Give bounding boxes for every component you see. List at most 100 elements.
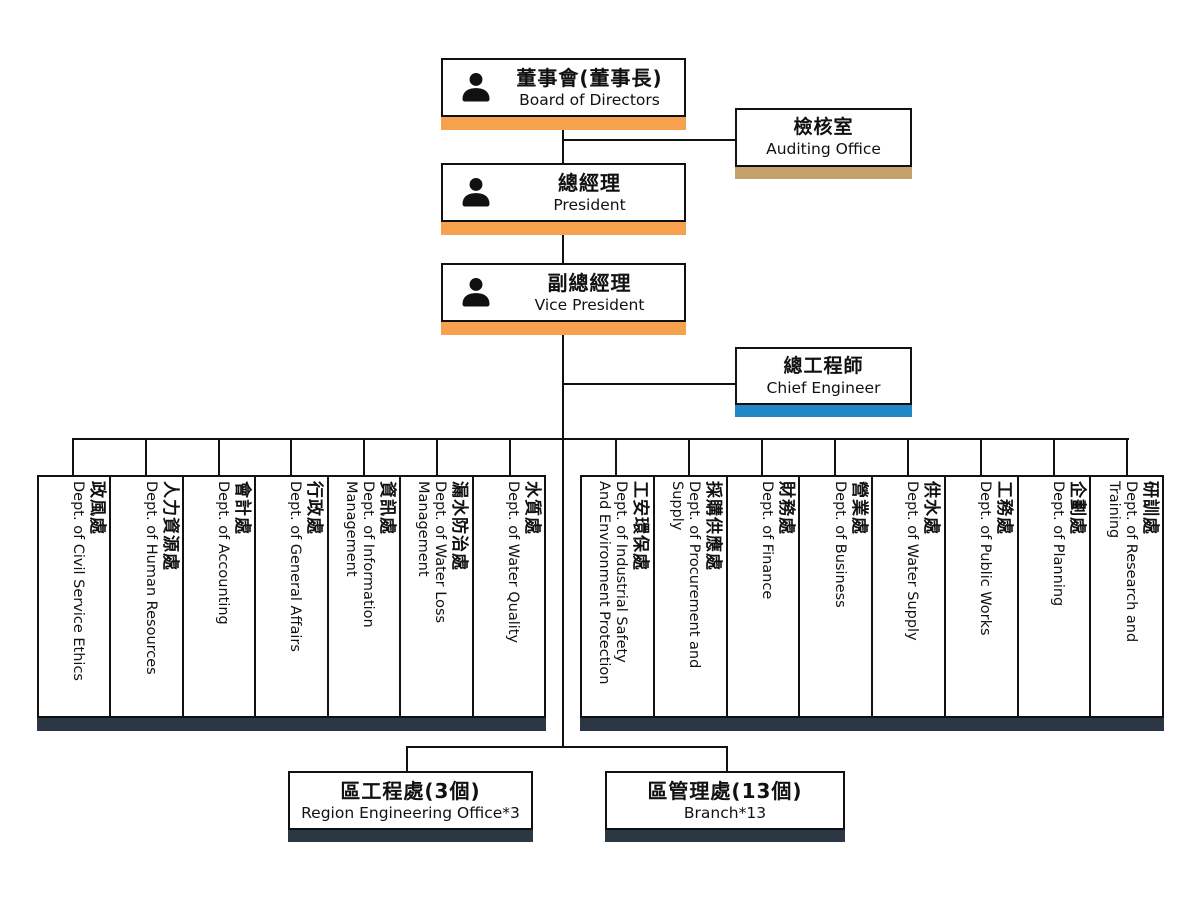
dept-label-en: Dept. of General Affairs [287,480,304,652]
dept-label-en: Dept. of Water Loss Management [414,480,449,623]
dept-label-zh: 人力資源處 [159,480,180,571]
dept-label-zh: 工安環保處 [630,480,651,571]
dept-label-zh: 政風處 [87,480,108,535]
dept-label-zh: 供水處 [921,480,942,535]
board-accent-bar [441,117,686,130]
dept-business: 營業處 Dept. of Business [798,475,873,718]
dept-accounting: 會計處 Dept. of Accounting [181,475,257,718]
dept-label-zh: 漏水防治處 [449,480,470,571]
dept-label-zh: 資訊處 [376,480,397,535]
president-node: 總經理 President [441,163,686,222]
dept-research-training: 研訓處 Dept. of Research and Training [1089,475,1164,718]
region-engineering-office-node: 區工程處(3個) Region Engineering Office*3 [288,771,533,830]
dept-stub [436,438,438,475]
dept-industrial-safety: 工安環保處 Dept. of Industrial Safety And Env… [580,475,655,718]
auditing-accent-bar [735,167,912,179]
dept-public-works: 工務處 Dept. of Public Works [943,475,1019,718]
dept-label-zh: 工務處 [994,480,1015,535]
branch-accent-bar [605,830,845,842]
dept-stub [1053,438,1055,475]
dept-stub [980,438,982,475]
chief-engineer-title-zh: 總工程師 [783,354,864,377]
dept-label-zh: 企劃處 [1066,480,1087,535]
dept-label-en: Dept. of Human Resources [142,480,159,675]
dept-procurement-supply: 採購供應處 Dept. of Procurement and Supply [652,475,728,718]
president-accent-bar [441,222,686,235]
person-icon [458,175,494,211]
region-office-title-zh: 區工程處(3個) [340,778,481,803]
vice-president-accent-bar [441,322,686,335]
dept-label-en: Dept. of Research and Training [1105,480,1139,642]
dept-finance: 財務處 Dept. of Finance [725,475,801,718]
dept-stub [688,438,690,475]
dept-label-zh: 採購供應處 [703,480,724,571]
branch-stub [726,746,728,771]
vice-president-title-en: Vice President [534,295,645,314]
department-group-right: 工安環保處 Dept. of Industrial Safety And Env… [580,475,1164,718]
dept-stub [363,438,365,475]
connector-auditing [563,139,735,141]
dept-label-zh: 營業處 [848,480,869,535]
region-office-accent-bar [288,830,533,842]
board-of-directors-node: 董事會(董事長) Board of Directors [441,58,686,117]
chief-engineer-node: 總工程師 Chief Engineer [735,347,912,405]
person-icon [458,70,494,106]
vice-president-title-zh: 副總經理 [547,270,632,295]
trunk-line-president-vp [562,235,564,263]
department-group-right-bar [580,718,1164,731]
dept-stub [290,438,292,475]
chief-engineer-accent-bar [735,405,912,417]
department-group-left: 政風處 Dept. of Civil Service Ethics 人力資源處 … [37,475,546,718]
branch-title-en: Branch*13 [683,803,767,822]
dept-label-en: Dept. of Accounting [214,480,231,625]
dept-label-zh: 會計處 [232,480,253,535]
dept-label-zh: 水質處 [521,480,542,535]
dept-water-quality: 水質處 Dept. of Water Quality [471,475,546,718]
bottom-branch-line [406,746,728,748]
dept-stub [907,438,909,475]
dept-label-en: Dept. of Civil Service Ethics [69,480,86,681]
board-title-en: Board of Directors [519,90,660,109]
dept-water-supply: 供水處 Dept. of Water Supply [871,475,946,718]
dept-stub [761,438,763,475]
dept-stub [615,438,617,475]
region-office-stub [406,746,408,771]
dept-label-zh: 行政處 [304,480,325,535]
dept-planning: 企劃處 Dept. of Planning [1016,475,1092,718]
president-title-en: President [553,195,626,214]
auditing-office-node: 檢核室 Auditing Office [735,108,912,167]
dept-stub [218,438,220,475]
trunk-line-board-president [562,130,564,163]
dept-stub [72,438,74,475]
dept-label-zh: 研訓處 [1139,480,1160,535]
dept-label-en: Dept. of Industrial Safety And Environme… [596,480,630,684]
dept-stub [145,438,147,475]
dept-stub [1126,438,1128,475]
auditing-title-en: Auditing Office [766,140,881,159]
dept-label-en: Dept. of Planning [1049,480,1066,606]
branch-title-zh: 區管理處(13個) [647,778,803,803]
department-bus-line [73,438,1129,440]
president-title-zh: 總經理 [558,170,621,195]
dept-label-en: Dept. of Procurement and Supply [668,480,702,668]
dept-label-en: Dept. of Water Supply [904,480,921,641]
region-office-title-en: Region Engineering Office*3 [301,803,520,822]
dept-water-loss-management: 漏水防治處 Dept. of Water Loss Management [399,475,474,718]
dept-general-affairs: 行政處 Dept. of General Affairs [254,475,329,718]
trunk-line-vp-bottom [562,335,564,748]
dept-label-en: Dept. of Finance [758,480,775,599]
dept-stub [834,438,836,475]
person-icon [458,275,494,311]
dept-label-en: Dept. of Water Quality [504,480,521,643]
department-group-left-bar [37,718,546,731]
connector-chief-engineer [563,383,735,385]
dept-stub [509,438,511,475]
dept-label-en: Dept. of Public Works [976,480,993,636]
auditing-title-zh: 檢核室 [793,116,854,139]
chief-engineer-title-en: Chief Engineer [766,378,881,397]
dept-information-management: 資訊處 Dept. of Information Management [326,475,402,718]
board-title-zh: 董事會(董事長) [516,65,663,90]
dept-human-resources: 人力資源處 Dept. of Human Resources [109,475,184,718]
dept-civil-service-ethics: 政風處 Dept. of Civil Service Ethics [37,475,112,718]
